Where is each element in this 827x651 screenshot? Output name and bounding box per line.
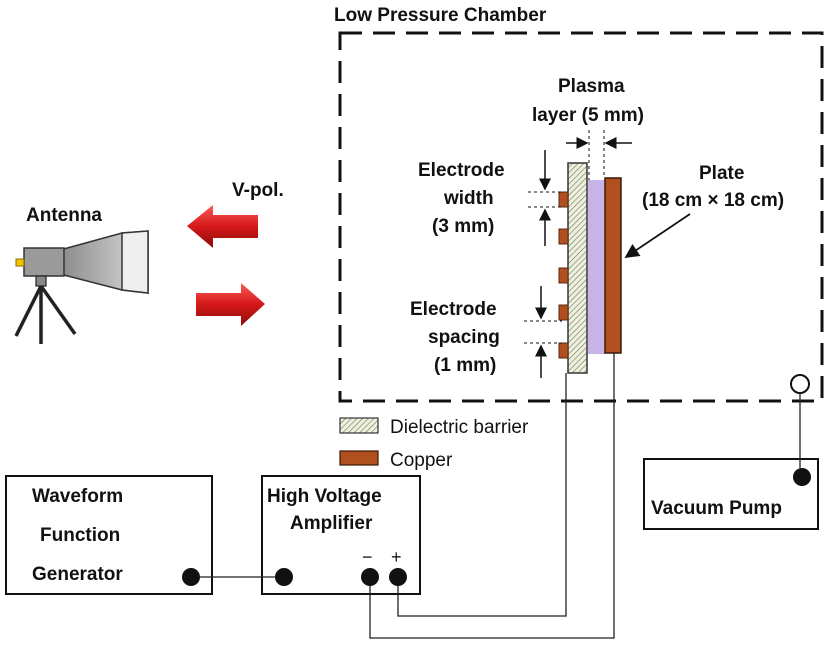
plasma-layer-label-line1: Plasma (558, 76, 625, 97)
amplifier-minus-terminal (361, 568, 379, 586)
electrode (558, 304, 569, 321)
electrode-spacing-line2: spacing (428, 327, 500, 348)
incoming-wave-arrow (187, 205, 258, 248)
amplifier-plus-terminal (389, 568, 407, 586)
amplifier-input-terminal (275, 568, 293, 586)
copper-electrodes (558, 191, 569, 359)
vacuum-pump-label: Vacuum Pump (651, 498, 782, 519)
copper-plate (604, 177, 622, 354)
vacuum-pump-box (643, 458, 819, 530)
amplifier-line2: Amplifier (290, 513, 373, 534)
plate-pointer-arrow (624, 213, 691, 259)
vacuum-port (790, 374, 810, 394)
electrode (558, 342, 569, 359)
vacuum-pump-terminal (793, 468, 811, 486)
legend-copper-swatch (339, 450, 379, 466)
plasma-layer (588, 180, 606, 354)
polarization-label: V-pol. (232, 180, 284, 201)
chamber-title: Low Pressure Chamber (334, 5, 547, 26)
waveform-generator-line1: Waveform (32, 486, 123, 507)
electrode-width-line1: Electrode (418, 160, 505, 181)
waveform-generator-box (5, 475, 213, 595)
waveform-generator-line2: Function (40, 525, 120, 546)
legend-dielectric-swatch (339, 417, 379, 434)
electrode-spacing-line3: (1 mm) (434, 355, 496, 376)
outgoing-wave-arrow (196, 283, 265, 326)
waveform-generator-line3: Generator (32, 564, 123, 585)
plate-label-line2: (18 cm × 18 cm) (642, 190, 784, 211)
wire-minus-to-plate (369, 353, 615, 639)
electrode-width-line2: width (443, 188, 494, 209)
electrode (558, 228, 569, 245)
antenna-icon (14, 230, 149, 344)
legend-copper-label: Copper (390, 450, 453, 471)
generator-output-terminal (182, 568, 200, 586)
plate-label-line1: Plate (699, 163, 744, 184)
amplifier-minus-label: − (362, 547, 373, 567)
amplifier-plus-label: + (391, 547, 402, 567)
amplifier-line1: High Voltage (267, 486, 382, 507)
legend-dielectric-label: Dielectric barrier (390, 417, 529, 438)
antenna-label: Antenna (26, 205, 102, 226)
electrode-spacing-line1: Electrode (410, 299, 497, 320)
wiring (200, 353, 801, 639)
electrode-width-line3: (3 mm) (432, 216, 494, 237)
electrode (558, 191, 569, 208)
chamber-boundary (338, 31, 824, 403)
wire-plus-to-electrodes (397, 373, 567, 617)
electrode (558, 267, 569, 284)
plasma-layer-label-line2: layer (5 mm) (532, 105, 644, 126)
dielectric-barrier (567, 162, 588, 374)
